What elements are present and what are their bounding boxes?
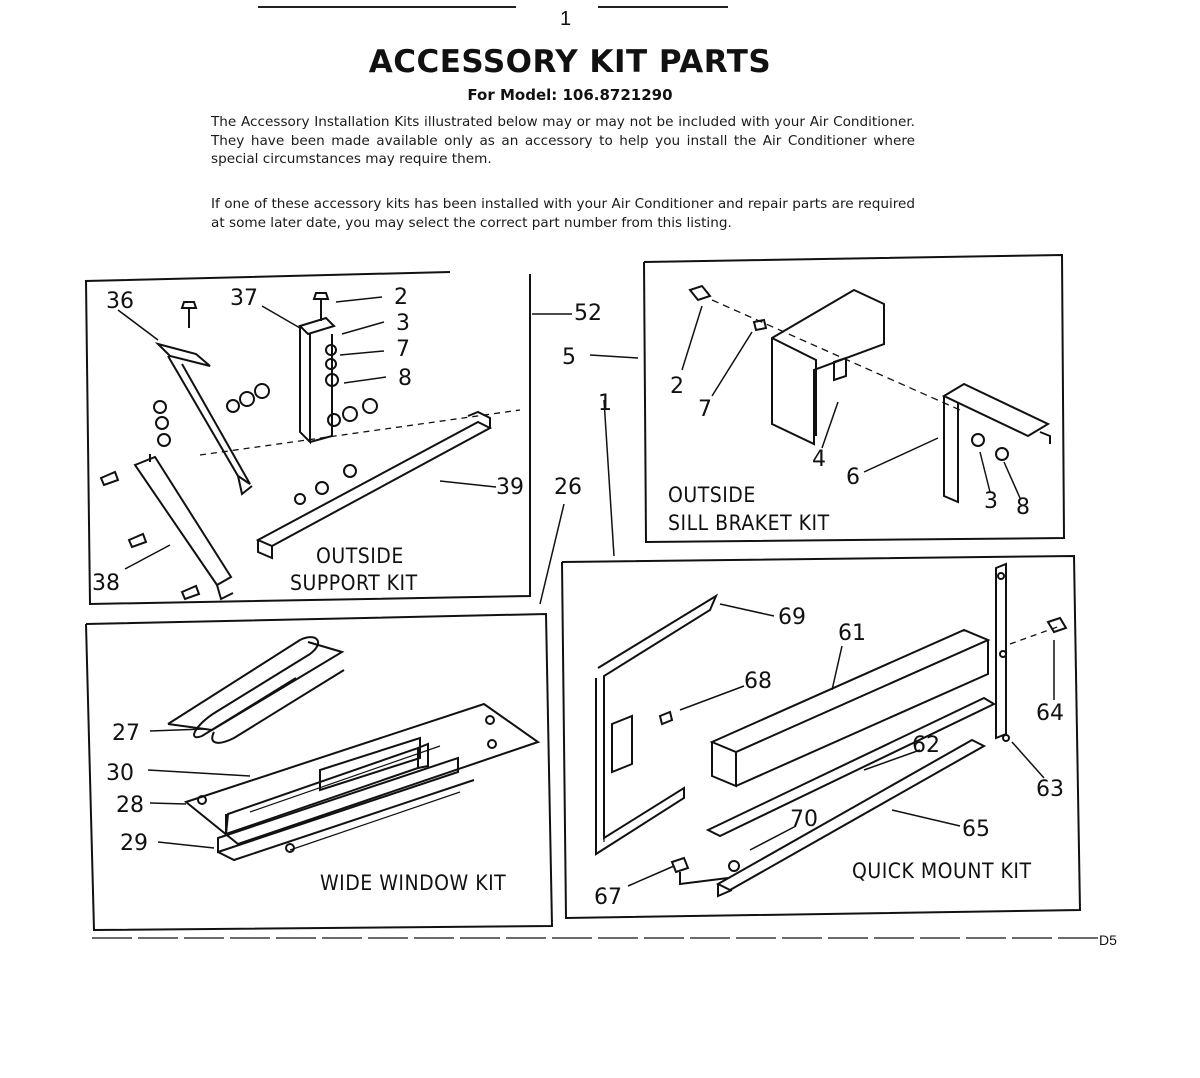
callout-6: 6: [846, 465, 860, 490]
callout-3: 3: [396, 311, 410, 336]
quick-mount-labels: 1 69 61 68 64 62 63 70 65 67 QUICK MOUNT…: [594, 391, 1064, 910]
sill-bracket-labels: 5 2 7 4 6 3 8 OUTSIDE SILL BRAKET KIT: [562, 345, 1030, 535]
callout-30: 30: [106, 761, 134, 786]
callout-68: 68: [744, 669, 772, 694]
wide-window-caption: WIDE WINDOW KIT: [320, 871, 506, 895]
callout-64: 64: [1036, 701, 1064, 726]
repair-paragraph: If one of these accessory kits has been …: [211, 196, 915, 231]
sill-bracket-caption-2: SILL BRAKET KIT: [668, 511, 830, 535]
callout-1: 1: [598, 391, 612, 416]
callout-52: 52: [574, 301, 602, 326]
callout-69: 69: [778, 605, 806, 630]
callout-7b: 7: [698, 397, 712, 422]
callout-67: 67: [594, 885, 622, 910]
top-rule-right: [598, 6, 728, 8]
callout-8: 8: [398, 366, 412, 391]
callout-4: 4: [812, 447, 826, 472]
page-title: ACCESSORY KIT PARTS: [368, 44, 772, 80]
callout-8b: 8: [1016, 495, 1030, 520]
callout-39: 39: [496, 475, 524, 500]
page-number: 1: [560, 8, 572, 30]
callout-2: 2: [394, 285, 408, 310]
callout-26: 26: [554, 475, 582, 500]
model-subtitle: For Model: 106.8721290: [467, 86, 673, 104]
callout-2b: 2: [670, 374, 684, 399]
callout-38: 38: [92, 571, 120, 596]
quick-mount-kit-panel: [561, 399, 1082, 920]
top-rule-left: [258, 6, 516, 8]
callout-65: 65: [962, 817, 990, 842]
callout-7: 7: [396, 337, 410, 362]
callout-63: 63: [1036, 777, 1064, 802]
callout-62: 62: [912, 733, 940, 758]
callout-37: 37: [230, 286, 258, 311]
intro-paragraph: The Accessory Installation Kits illustra…: [211, 114, 915, 168]
outside-support-caption-1: OUTSIDE: [316, 544, 404, 568]
outside-support-kit-panel: [84, 271, 572, 606]
callout-36: 36: [106, 289, 134, 314]
outside-support-caption-2: SUPPORT KIT: [290, 571, 418, 595]
sill-bracket-caption-1: OUTSIDE: [668, 483, 756, 507]
callout-70: 70: [790, 807, 818, 832]
wide-window-labels: 26 27 30 28 29 WIDE WINDOW KIT: [106, 475, 582, 895]
quick-mount-caption: QUICK MOUNT KIT: [852, 859, 1032, 883]
callout-28: 28: [116, 793, 144, 818]
outside-support-labels: 36 37 2 3 7 8 52 39 38 OUTSIDE SUPPORT K…: [92, 285, 602, 596]
callout-29: 29: [120, 831, 148, 856]
callout-27: 27: [112, 721, 140, 746]
callout-3b: 3: [984, 489, 998, 514]
callout-5: 5: [562, 345, 576, 370]
wide-window-kit-panel: [85, 503, 565, 932]
callout-61: 61: [838, 621, 866, 646]
sill-bracket-kit-panel: [589, 253, 1066, 544]
page-code: D5: [1099, 932, 1117, 948]
